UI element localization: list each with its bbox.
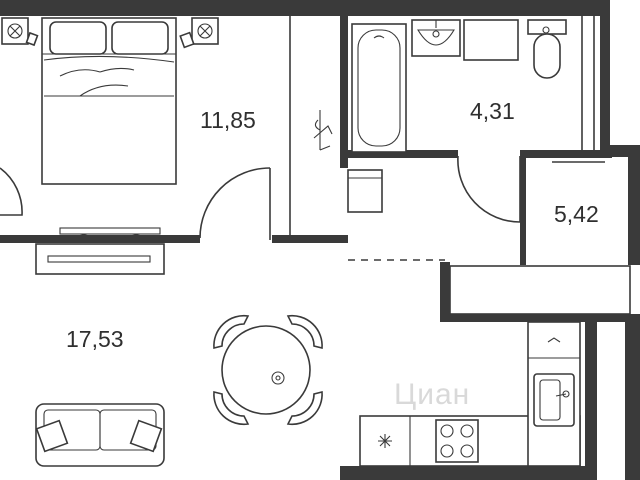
- kitchen-sink-icon: [533, 373, 575, 427]
- washbasin: [411, 19, 461, 57]
- bathroom-door: [457, 155, 521, 223]
- bathtub: [351, 23, 407, 153]
- left-door-arc: [0, 167, 23, 216]
- toilet: [527, 19, 567, 79]
- tv-unit: [35, 243, 165, 275]
- area-label-living-kitchen: 17,53: [66, 326, 124, 352]
- hallway-shelf: [347, 169, 383, 213]
- double-bed: [41, 17, 177, 185]
- tv-stand: [59, 227, 161, 239]
- dining-table: [213, 314, 323, 426]
- bedroom-door: [199, 167, 271, 240]
- washing-machine: [463, 19, 519, 61]
- fridge-icon: [378, 434, 392, 448]
- sofa: [35, 403, 165, 467]
- stove-icon: [435, 419, 479, 463]
- nightstand-lamp-icon: [179, 17, 219, 49]
- nightstand-lamp-icon: [1, 17, 39, 47]
- area-label-hallway: 5,42: [554, 201, 599, 227]
- hood-icon: [547, 337, 561, 343]
- hanger-icon: [313, 110, 333, 151]
- watermark-text: Циан: [394, 378, 471, 411]
- area-label-bathroom: 4,31: [470, 98, 515, 124]
- area-label-bedroom: 11,85: [200, 107, 256, 133]
